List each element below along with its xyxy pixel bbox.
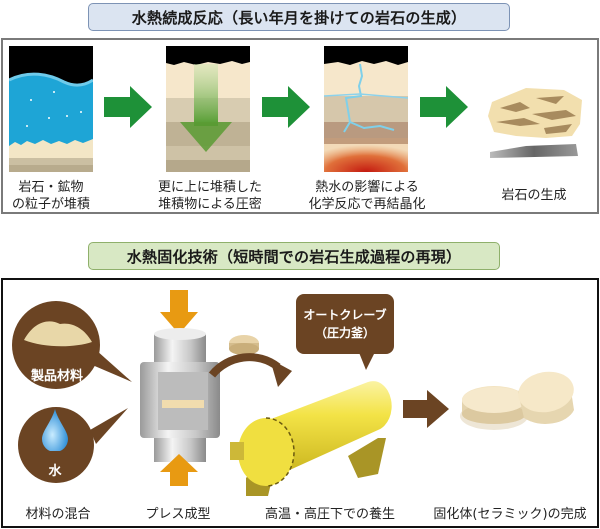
caption-line: 岩石の生成 bbox=[501, 188, 567, 203]
caption-line: 熱水の影響による bbox=[315, 180, 419, 195]
right-arrow-icon bbox=[420, 86, 468, 128]
caption-line: 更に上に堆積した bbox=[157, 180, 262, 195]
autoclave-label-line: オートクレーブ bbox=[303, 308, 387, 322]
caption-line: 堆積物による圧密 bbox=[158, 197, 262, 212]
water-bubble bbox=[10, 400, 132, 490]
autoclave-bubble bbox=[296, 294, 398, 372]
caption-line: の粒子が堆積 bbox=[11, 197, 90, 212]
step-caption-press-forming: プレス成型 bbox=[145, 507, 211, 522]
step-caption-sedimentation: 岩石・鉱物 の粒子が堆積 bbox=[0, 179, 102, 213]
step-caption-mixing: 材料の混合 bbox=[25, 507, 91, 522]
section-title-hydrothermal-diagenesis: 水熱続成反応（長い年月を掛けての岩石の生成） bbox=[88, 3, 510, 31]
right-arrow-icon bbox=[104, 86, 152, 128]
step-caption-rock-formation: 岩石の生成 bbox=[484, 187, 584, 204]
caption-line: 化学反応で再結晶化 bbox=[308, 197, 426, 212]
water-label: 水 bbox=[48, 464, 62, 479]
step-caption-recrystallization: 熱水の影響による 化学反応で再結晶化 bbox=[302, 179, 432, 213]
compaction-illustration bbox=[166, 46, 250, 172]
step-caption-ceramic-completion: 固化体(セラミック)の完成 bbox=[433, 507, 587, 522]
autoclave-label: オートクレーブ （圧力釜） bbox=[298, 306, 392, 342]
press-mold-illustration bbox=[140, 290, 220, 486]
sediment-layer-illustration bbox=[9, 46, 93, 172]
material-label: 製品材料 bbox=[30, 369, 83, 384]
ceramic-tablets-illustration bbox=[458, 370, 578, 440]
autoclave-label-line: （圧力釜） bbox=[314, 326, 375, 340]
rock-illustration bbox=[486, 84, 586, 164]
autoclave-illustration bbox=[228, 378, 398, 500]
section-title-hydrothermal-solidification: 水熱固化技術（短時間での岩石生成過程の再現） bbox=[88, 242, 500, 270]
curved-arrow-icon bbox=[208, 325, 298, 395]
water-drop-icon bbox=[40, 409, 70, 451]
caption-line: 岩石・鉱物 bbox=[18, 180, 84, 195]
step-caption-compaction: 更に上に堆積した 堆積物による圧密 bbox=[148, 179, 272, 213]
right-arrow-icon bbox=[262, 86, 310, 128]
product-material-bubble bbox=[10, 300, 132, 390]
recrystallization-illustration bbox=[324, 46, 408, 172]
right-arrow-icon bbox=[403, 390, 449, 428]
step-caption-curing: 高温・高圧下での養生 bbox=[264, 507, 395, 522]
